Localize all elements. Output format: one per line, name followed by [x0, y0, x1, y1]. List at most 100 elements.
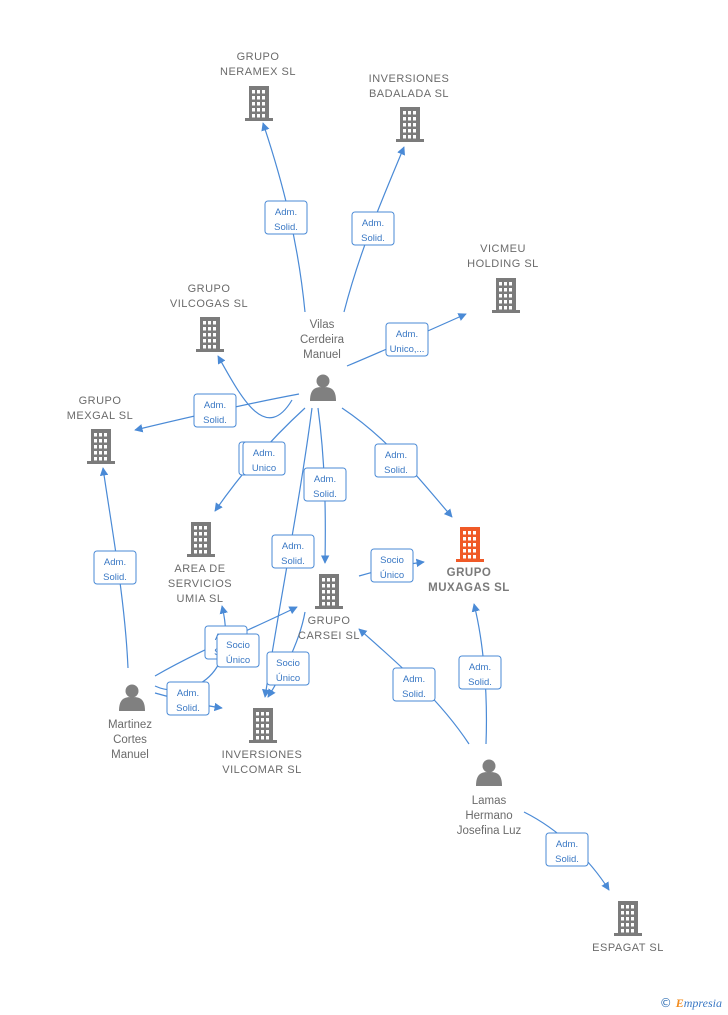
edge-label-lamas-espagat[interactable]: Adm.Solid.	[545, 832, 589, 867]
node-label-line: GRUPO	[79, 395, 122, 407]
building-window	[199, 550, 202, 554]
building-window	[194, 538, 197, 542]
edge-label-text: Adm.	[177, 688, 199, 699]
edge-label-vilas-vicmeu[interactable]: Adm.Unico,...	[385, 322, 429, 357]
building-window	[403, 129, 406, 133]
edge-label-text: Adm.	[253, 448, 275, 459]
edge-label-text: Solid.	[203, 415, 227, 426]
edge-label-vilas-badalada[interactable]: Adm.Solid.	[351, 211, 395, 246]
edge-label-box	[93, 550, 137, 585]
building-window	[252, 114, 255, 118]
person-icon	[119, 684, 145, 711]
node-label-line: INVERSIONES	[222, 749, 303, 761]
node-label-line: BADALADA SL	[369, 88, 449, 100]
edge-label-lamas-muxagas[interactable]: Adm.Solid.	[458, 655, 502, 690]
building-window	[194, 544, 197, 548]
edge-label-lamas-carsei[interactable]: Adm.Solid.	[392, 667, 436, 702]
edge-label-vilas-vilcomar[interactable]: Adm.Solid.	[271, 534, 315, 569]
building-icon	[87, 429, 115, 464]
building-window	[94, 451, 97, 455]
edge-label-text: Adm.	[275, 207, 297, 218]
building-window	[104, 439, 107, 443]
building-window	[99, 433, 102, 437]
edge-label-box	[303, 467, 347, 502]
node-label-line: Cortes	[113, 734, 147, 746]
building-window	[204, 532, 207, 536]
building-window	[266, 724, 269, 728]
building-window	[256, 730, 259, 734]
building-window	[257, 96, 260, 100]
building-window	[199, 538, 202, 542]
node-label-line: MEXGAL SL	[67, 410, 133, 422]
building-window	[473, 549, 476, 553]
building-window	[322, 590, 325, 594]
edge-label-text: Adm.	[403, 674, 425, 685]
node-espagat[interactable]: ESPAGAT SL	[592, 901, 664, 954]
building-window	[261, 724, 264, 728]
edge-label-text: Unico	[252, 463, 276, 474]
edge-label-vilas-muxagas[interactable]: Adm.Solid.	[374, 443, 418, 478]
building-window	[473, 537, 476, 541]
person-body	[310, 387, 336, 401]
edge-label-text: Solid.	[313, 489, 337, 500]
edge-label-box	[266, 651, 310, 686]
building-window	[261, 736, 264, 740]
edge-label-text: Unico,...	[390, 344, 425, 355]
building-window	[468, 555, 471, 559]
building-window	[463, 543, 466, 547]
building-window	[257, 114, 260, 118]
edge-label-vilas-carsei[interactable]: Adm.Solid.	[303, 467, 347, 502]
building-window	[194, 550, 197, 554]
building-window	[322, 584, 325, 588]
building-window	[626, 923, 629, 927]
building-window	[463, 537, 466, 541]
edge-label-martinez-mexgal[interactable]: Adm.Solid.	[93, 550, 137, 585]
node-label-line: GRUPO	[308, 615, 351, 627]
building-window	[403, 111, 406, 115]
building-window	[194, 532, 197, 536]
edge-label-vilas-neramex[interactable]: Adm.Solid.	[264, 200, 308, 235]
node-neramex[interactable]: GRUPO NERAMEX SL	[220, 51, 296, 121]
edge-label-martinez-vilcomar[interactable]: Adm.Solid.	[166, 681, 210, 716]
building-window	[327, 602, 330, 606]
node-label-line: Martinez	[108, 719, 152, 731]
node-label-line: NERAMEX SL	[220, 66, 296, 78]
node-mexgal[interactable]: GRUPO MEXGAL SL	[67, 395, 133, 464]
building-window	[104, 451, 107, 455]
building-window	[322, 578, 325, 582]
node-label-line: VILCOGAS SL	[170, 298, 248, 310]
edge-label-text: Socio	[380, 555, 404, 566]
building-window	[327, 590, 330, 594]
edge-label-vilas-mexgal[interactable]: Adm.Solid.	[193, 393, 237, 428]
node-label-line: Manuel	[111, 749, 149, 761]
building-window	[468, 531, 471, 535]
node-carsei[interactable]: GRUPO CARSEI SL	[298, 574, 360, 642]
building-window	[468, 537, 471, 541]
edge-label-text: Solid.	[281, 556, 305, 567]
edge-label-vilas-area[interactable]: Adm. Unico	[242, 441, 286, 476]
node-label-line: GRUPO	[237, 51, 280, 63]
building-window	[204, 544, 207, 548]
building-window	[621, 929, 624, 933]
building-window	[463, 531, 466, 535]
building-base	[315, 606, 343, 609]
building-icon	[396, 107, 424, 142]
building-window	[504, 288, 507, 292]
building-window	[199, 532, 202, 536]
building-window	[499, 282, 502, 286]
building-window	[252, 102, 255, 106]
node-label-line: CARSEI SL	[298, 630, 360, 642]
